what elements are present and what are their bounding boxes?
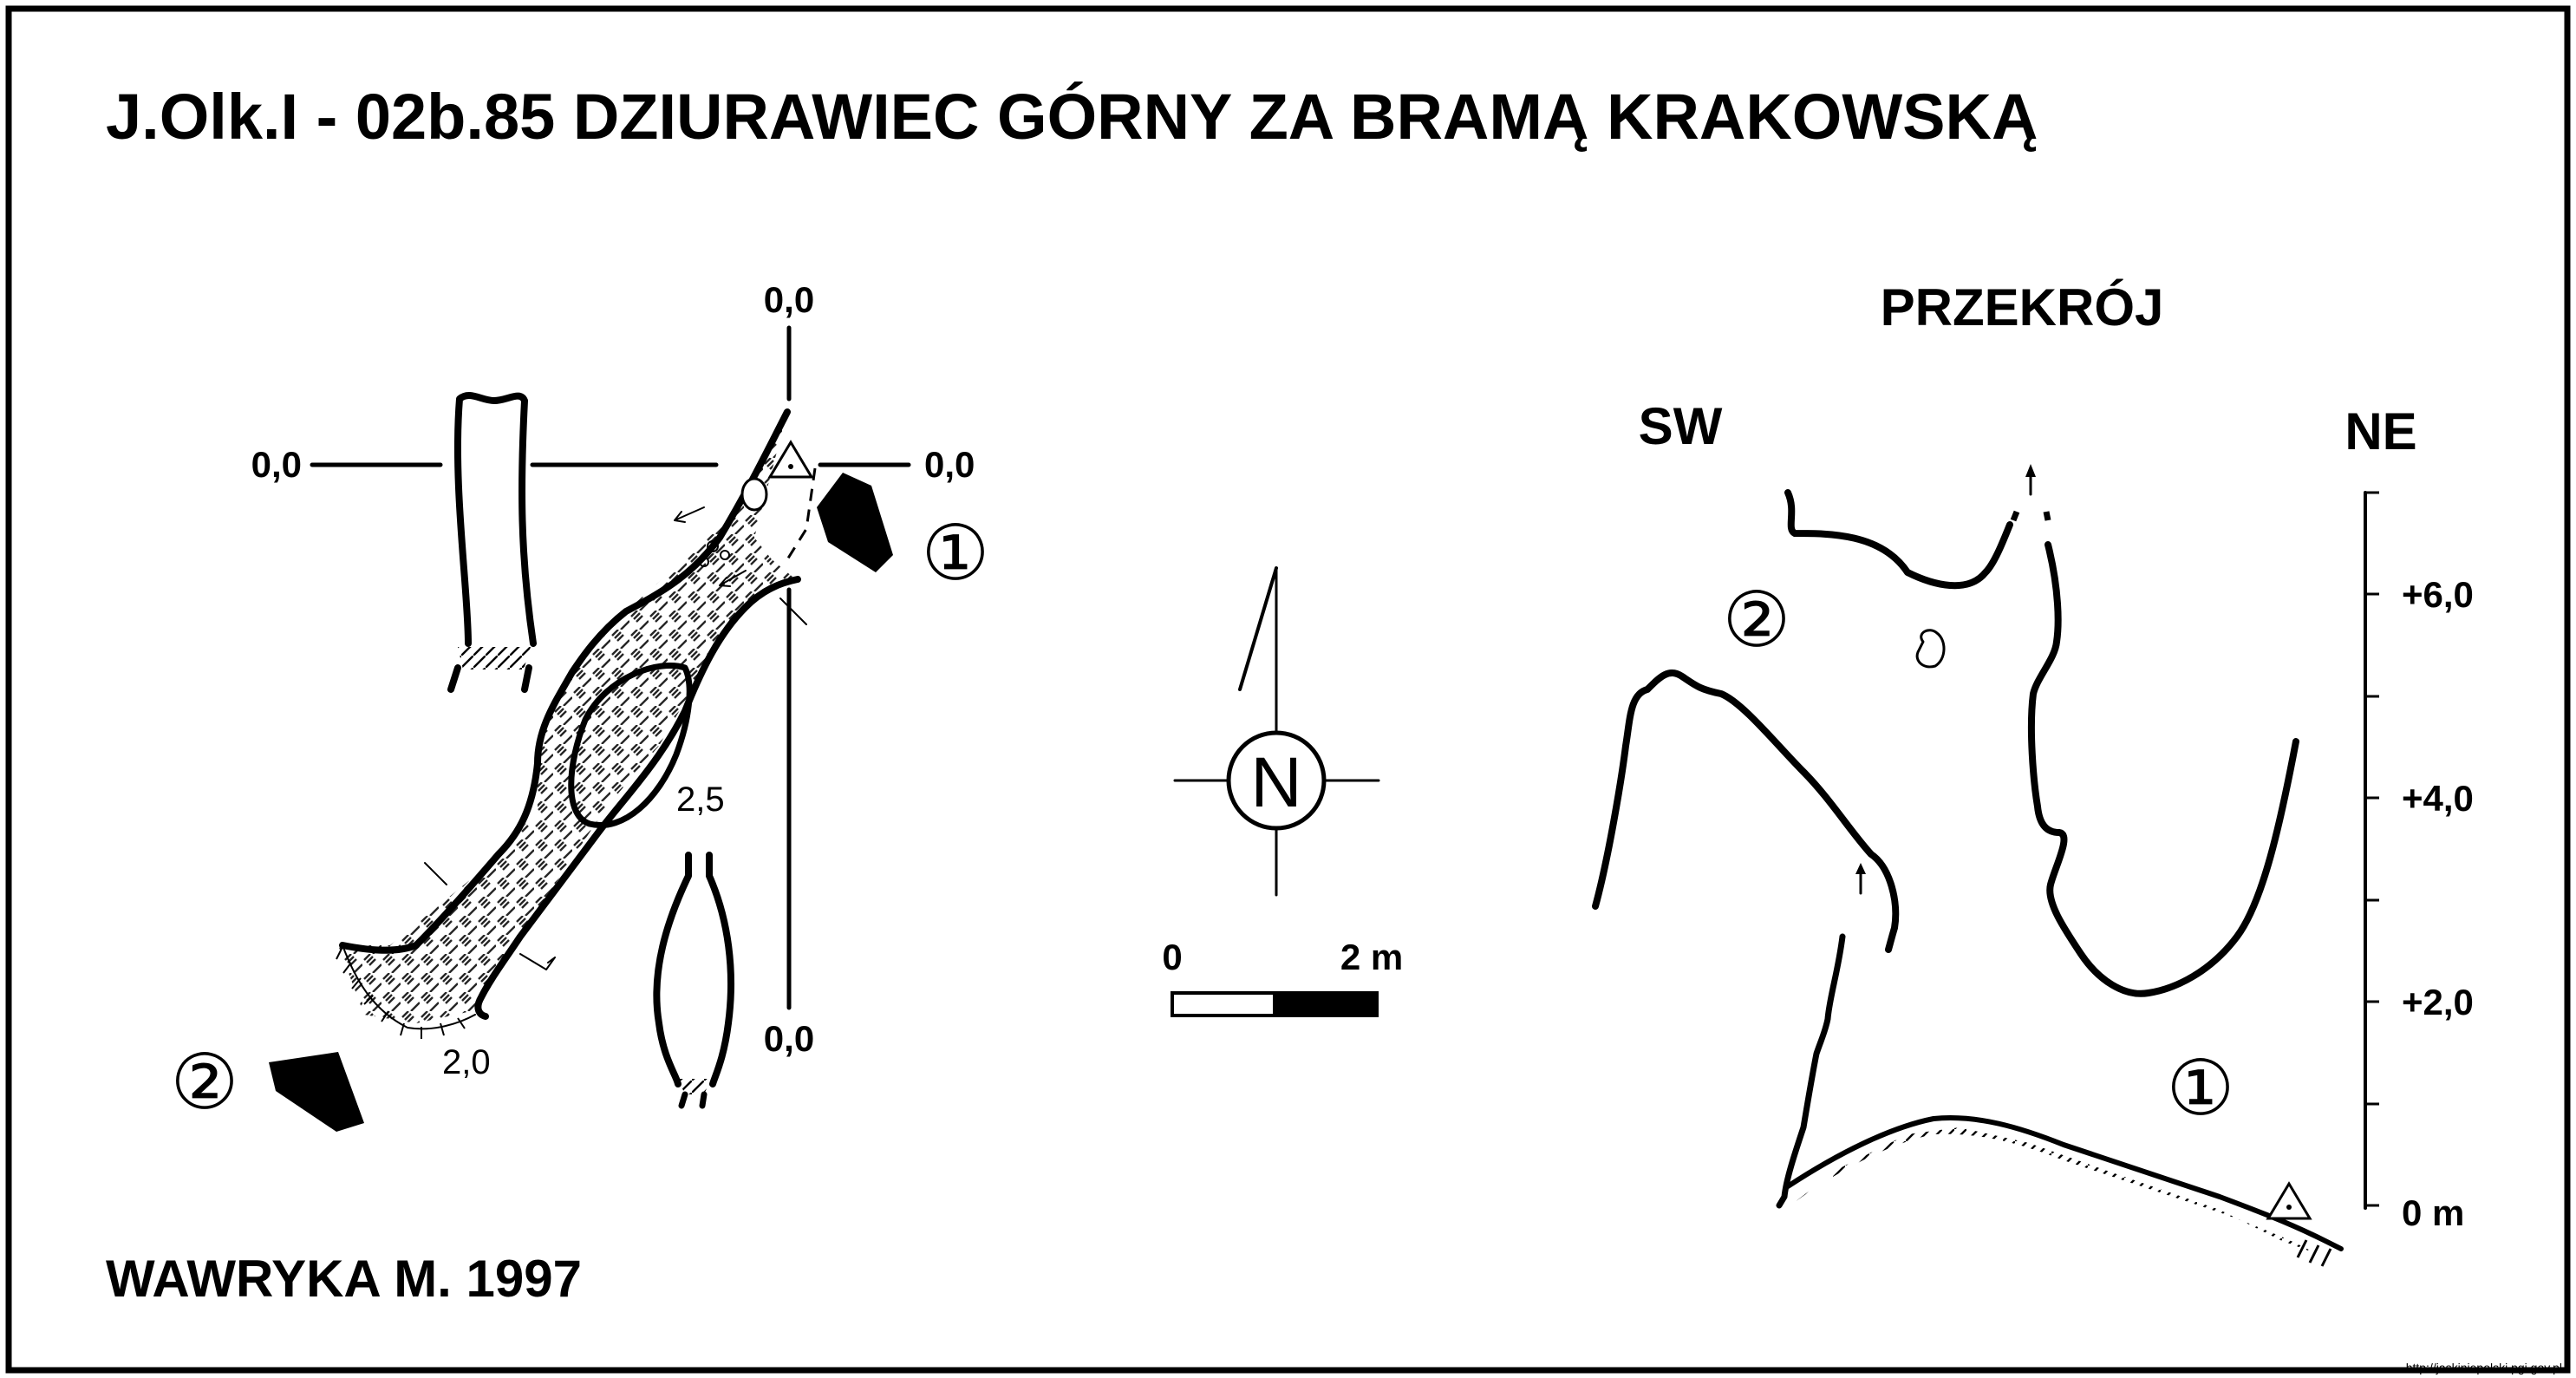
cross-section-a-leg — [447, 664, 461, 693]
pebble — [707, 540, 719, 552]
slope-arrow — [519, 953, 556, 970]
direction-sw: SW — [1639, 397, 1723, 455]
debris-slope — [342, 944, 476, 1030]
survey-point — [788, 464, 793, 469]
section-rock — [1915, 629, 1946, 669]
chimney-dashes — [2010, 510, 2051, 522]
section-wall-left — [1592, 669, 1900, 953]
author-credit: WAWRYKA M. 1997 — [106, 1250, 582, 1308]
cross-section-a-leg — [521, 664, 532, 693]
source-url: http://jaskiniepolski.pgi.gov.pl — [2406, 1361, 2562, 1375]
north-arrow-barb — [1238, 566, 1278, 691]
depth-label-low: 2,0 — [442, 1043, 491, 1081]
entrance-number-1: ① — [922, 510, 990, 596]
drip-line — [783, 467, 817, 565]
rock-boulder — [740, 477, 768, 512]
entrance-arrow-1 — [817, 473, 893, 572]
north-arrow-circle — [1226, 730, 1327, 831]
level-label-top: 0,0 — [764, 279, 814, 320]
level-label-left: 0,0 — [251, 444, 302, 485]
scale-bar: 0 2 m — [1162, 937, 1403, 1017]
height-label-6: +6,0 — [2402, 574, 2474, 615]
passage-wall-upper — [339, 408, 791, 954]
section-ceiling — [1784, 489, 2013, 590]
central-chamber — [568, 663, 693, 828]
slope-arrow — [719, 570, 747, 587]
scale-end-label: 2 m — [1340, 937, 1403, 977]
slope-arrow — [674, 506, 705, 523]
scale-bar-black — [1273, 991, 1379, 1017]
chimney-arrowhead — [2025, 464, 2036, 477]
cross-section-b-leg — [699, 1091, 708, 1109]
section-debris-slope — [1785, 1115, 2344, 1251]
scale-start-label: 0 — [1162, 937, 1182, 977]
debris-ticks — [336, 946, 466, 1039]
level-label-right: 0,0 — [924, 444, 975, 485]
cross-section-b — [653, 852, 734, 1087]
entrance-arrow-2 — [269, 1052, 364, 1132]
section-heading: PRZEKRÓJ — [1881, 278, 2164, 336]
plan-view: 0,0 0,0 0,0 0,0 ① ② — [171, 279, 990, 1132]
height-label-0: 0 m — [2402, 1192, 2464, 1233]
passage-floor — [338, 412, 798, 1023]
section-debris-fill — [1795, 1127, 2315, 1253]
section-survey-station — [2266, 1181, 2312, 1220]
pebble — [720, 550, 730, 560]
section-entrance-2: ② — [1723, 577, 1791, 663]
section-station-ticks — [2296, 1239, 2332, 1267]
cross-section-a — [453, 392, 537, 647]
height-axis-ticks — [2365, 491, 2379, 1207]
section-wall-right — [2027, 541, 2299, 997]
section-tick — [779, 598, 807, 625]
north-arrow: N — [1173, 566, 1380, 897]
scale-bar-white — [1171, 991, 1276, 1017]
section-arrowhead — [1855, 863, 1866, 874]
survey-station — [767, 440, 814, 479]
direction-ne: NE — [2344, 402, 2416, 460]
height-label-4: +4,0 — [2402, 778, 2474, 819]
section-survey-point — [2286, 1205, 2292, 1210]
entrance-number-2: ② — [171, 1039, 239, 1125]
cross-section-b-leg — [678, 1091, 688, 1109]
cross-section-a-floor — [458, 647, 531, 669]
height-label-2: +2,0 — [2402, 982, 2474, 1022]
north-letter: N — [1250, 743, 1301, 822]
pebble — [699, 557, 709, 567]
level-label-bottom: 0,0 — [764, 1018, 814, 1059]
section-wall-lower — [1776, 933, 1846, 1209]
section-entrance-1: ① — [2167, 1045, 2235, 1131]
depth-label-mid: 2,5 — [676, 780, 725, 819]
section-tick — [424, 862, 447, 885]
map-title: J.Olk.I - 02b.85 DZIURAWIEC GÓRNY ZA BRA… — [106, 81, 2038, 153]
cross-section-b-floor — [678, 1079, 711, 1094]
map-frame — [5, 5, 2571, 1374]
section-view: PRZEKRÓJ SW NE +6,0 +4,0 +2,0 0 m — [1592, 278, 2474, 1267]
